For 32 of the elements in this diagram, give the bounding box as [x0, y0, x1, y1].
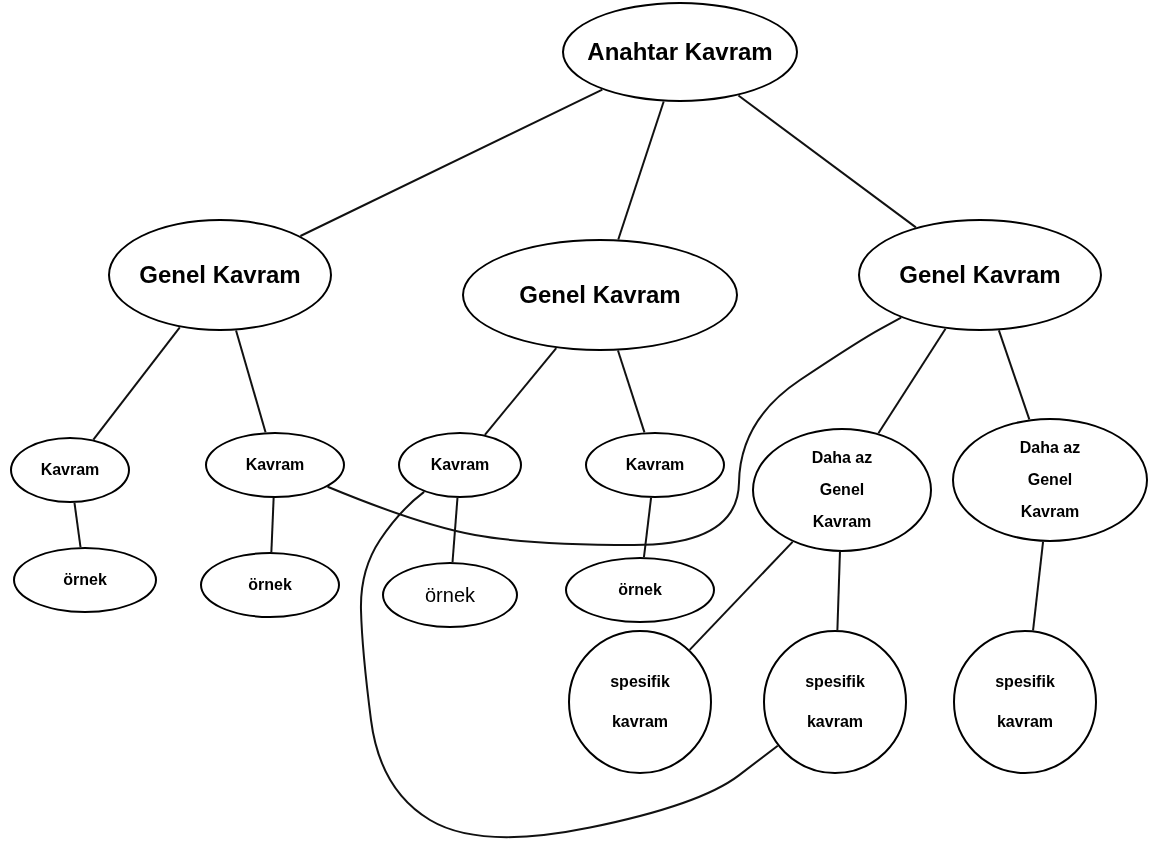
connector-line	[299, 88, 604, 237]
concept-label: örnek	[618, 580, 662, 600]
concept-label: spesifik kavram	[804, 672, 866, 732]
connector-line	[737, 94, 917, 229]
connector-line	[451, 496, 459, 563]
concept-label: Genel Kavram	[519, 280, 681, 310]
connector-line	[1032, 540, 1045, 632]
concept-label: örnek	[425, 583, 475, 608]
concept-label: Kavram	[625, 455, 685, 475]
concept-label: Genel Kavram	[139, 260, 301, 290]
concept-label: Daha az Genel Kavram	[1018, 438, 1082, 522]
concept-label: örnek	[63, 570, 107, 590]
connector-line	[326, 316, 903, 546]
concept-label: Kavram	[40, 460, 100, 480]
connector-line	[836, 551, 841, 632]
concept-label: Kavram	[245, 455, 305, 475]
concept-label: spesifik kavram	[609, 672, 671, 732]
concept-label: Genel Kavram	[899, 260, 1061, 290]
concept-label: spesifik kavram	[994, 672, 1056, 732]
connector-line	[642, 496, 653, 559]
concept-label: Daha az Genel Kavram	[810, 448, 874, 532]
connector-line	[617, 100, 665, 241]
connector-line	[688, 540, 794, 651]
connector-line	[997, 329, 1031, 421]
connector-line	[270, 497, 275, 553]
concept-label: örnek	[248, 575, 292, 595]
concept-label: Kavram	[430, 455, 490, 475]
connector-line	[235, 329, 267, 434]
connector-line	[73, 501, 82, 549]
connector-line	[360, 490, 779, 839]
concept-label: Anahtar Kavram	[587, 37, 773, 67]
connector-line	[616, 349, 646, 434]
